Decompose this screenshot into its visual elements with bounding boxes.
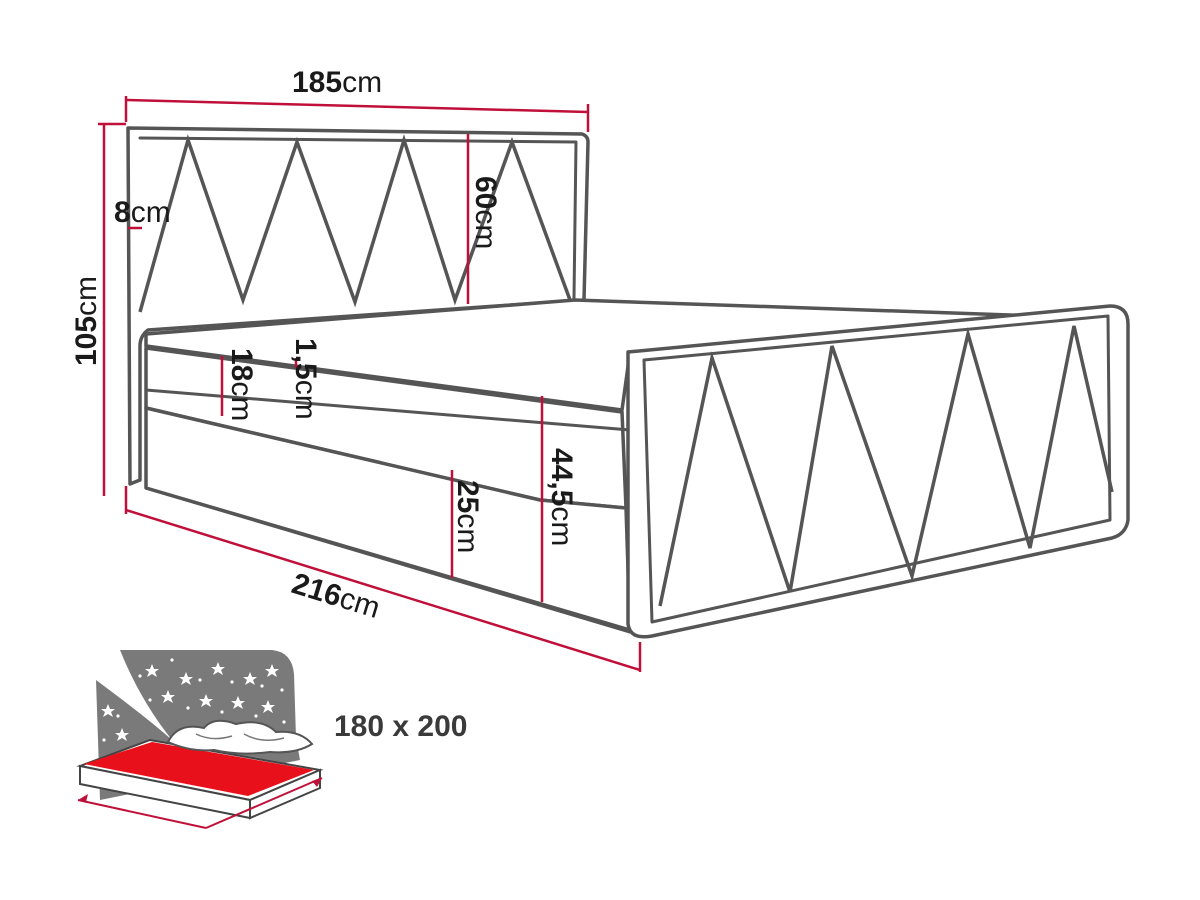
mattress-thickness-label: 18cm xyxy=(225,348,258,421)
mattress-size-label: 180 x 200 xyxy=(334,710,467,743)
width-dimension-line xyxy=(125,98,589,114)
mattress-red-top xyxy=(84,742,314,796)
side-height-label: 44,5cm xyxy=(545,448,578,546)
footboard xyxy=(626,304,1130,639)
mattress-night-icon xyxy=(76,650,324,829)
dimension-lines xyxy=(98,96,642,672)
bed-outline-drawing xyxy=(126,126,1130,639)
pillows xyxy=(166,719,314,755)
headboard-height-label: 60cm xyxy=(469,176,502,249)
size-arrow-left xyxy=(77,799,207,829)
size-arrow-right xyxy=(205,777,323,829)
total-height-label: 105cm xyxy=(70,276,103,366)
length-dimension-line xyxy=(125,508,641,672)
topper-thickness-label: 1,5cm xyxy=(289,338,322,420)
pillow-creases xyxy=(195,733,285,741)
base-height-label: 25cm xyxy=(451,480,484,553)
width-label: 185cm xyxy=(292,66,382,99)
bed-base xyxy=(144,406,632,634)
stars xyxy=(101,658,286,750)
headboard-thickness-label: 8cm xyxy=(114,196,171,229)
headboard xyxy=(126,126,590,486)
